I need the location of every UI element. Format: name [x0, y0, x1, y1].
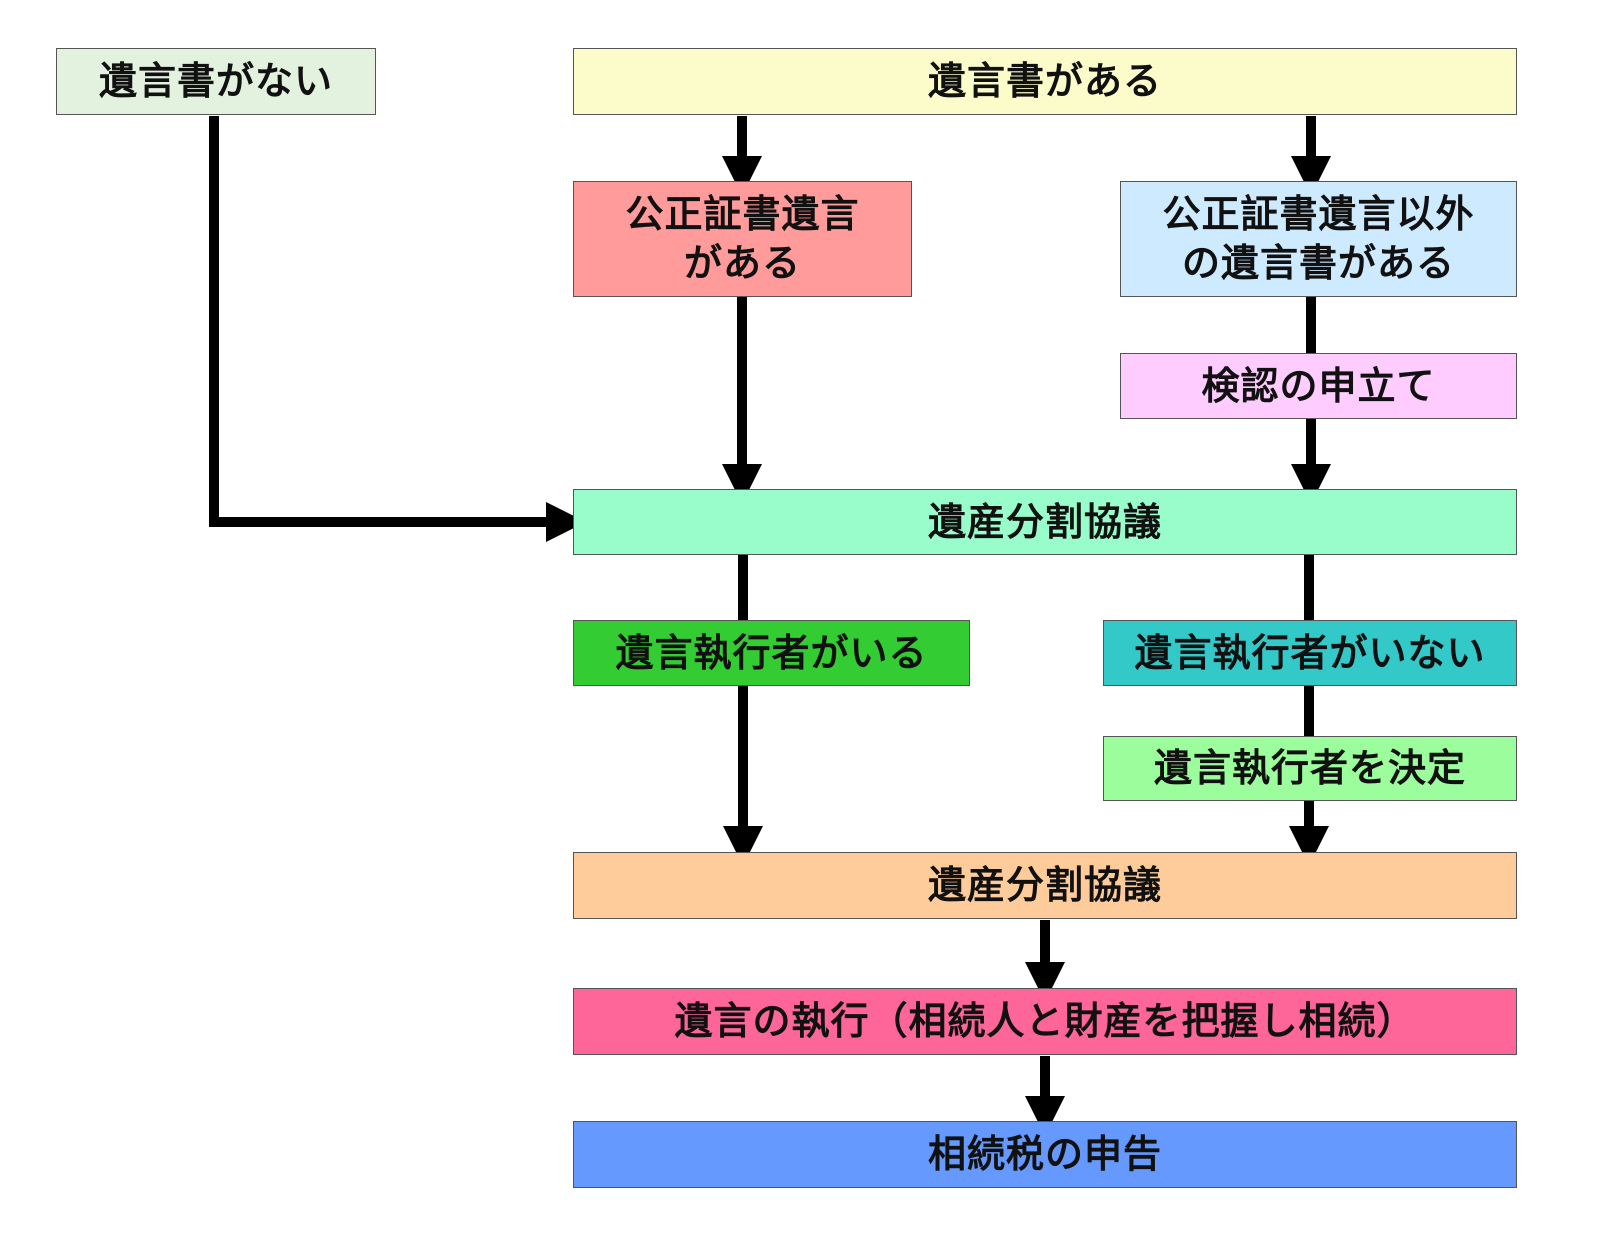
node-other-will: 公正証書遺言以外 の遺言書がある [1120, 181, 1517, 297]
node-inheritance-tax-filing: 相続税の申告 [573, 1121, 1517, 1188]
node-no-executor: 遺言執行者がいない [1103, 620, 1517, 686]
node-executor-exists: 遺言執行者がいる [573, 620, 970, 686]
node-decide-executor: 遺言執行者を決定 [1103, 736, 1517, 801]
edge-no-will-to-division [209, 116, 586, 542]
node-no-will: 遺言書がない [56, 48, 376, 115]
node-notarized-will: 公正証書遺言 がある [573, 181, 912, 297]
node-execute-will: 遺言の執行（相続人と財産を把握し相続） [573, 988, 1517, 1055]
node-division-consultation-2: 遺産分割協議 [573, 852, 1517, 919]
node-division-consultation-1: 遺産分割協議 [573, 489, 1517, 555]
node-has-will: 遺言書がある [573, 48, 1517, 115]
node-probate-request: 検認の申立て [1120, 353, 1517, 419]
